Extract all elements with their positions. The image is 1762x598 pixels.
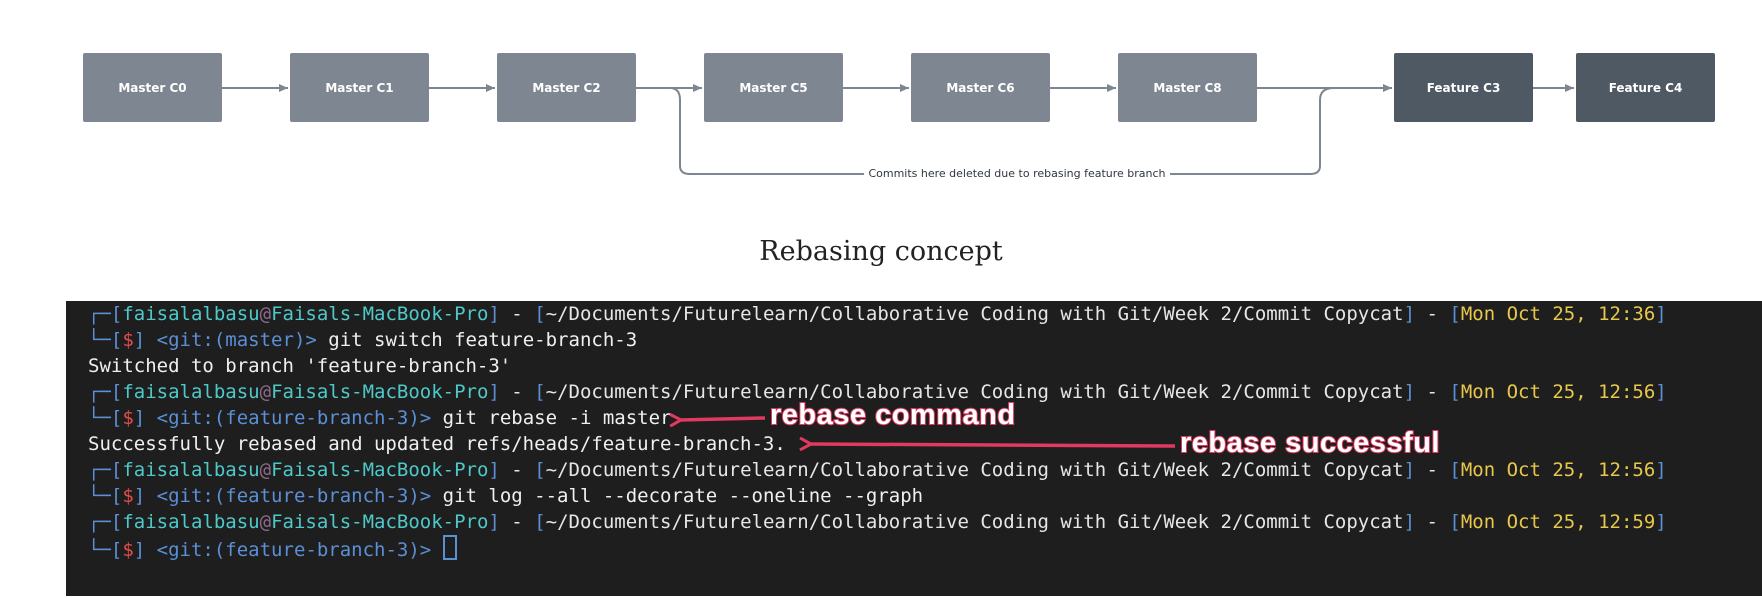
command-line: └─[$] <git:(feature-branch-3)> git log -… (88, 485, 924, 507)
commit-node-feature-c4: Feature C4 (1576, 53, 1715, 122)
command-text: git log --all --decorate --oneline --gra… (442, 485, 924, 507)
git-branch-indicator: <git:(feature-branch-3)> (156, 407, 432, 429)
commit-node-master-c2: Master C2 (497, 53, 636, 122)
commit-node-master-c8: Master C8 (1118, 53, 1257, 122)
command-line: └─[$] <git:(feature-branch-3)> git rebas… (88, 407, 672, 429)
terminal-cursor[interactable] (442, 535, 457, 560)
rebase-command-annotation: rebase command (769, 398, 1016, 432)
commit-node-master-c5: Master C5 (704, 53, 843, 122)
git-branch-indicator: <git:(feature-branch-3)> (156, 539, 432, 561)
prompt-line: ┌─[faisalalbasu@Faisals-MacBook-Pro] - [… (88, 459, 1667, 481)
rebase-command-text: git rebase -i master (442, 407, 672, 429)
command-line[interactable]: └─[$] <git:(feature-branch-3)> (88, 535, 457, 563)
prompt-date: Mon Oct 25, 12:36 (1460, 303, 1656, 325)
terminal-window[interactable]: ┌─[faisalalbasu@Faisals-MacBook-Pro] - [… (66, 301, 1762, 596)
commit-node-master-c1: Master C1 (290, 53, 429, 122)
command-text: git switch feature-branch-3 (328, 329, 638, 351)
rebase-successful-arrow (810, 444, 1176, 446)
deleted-commits-label: Commits here deleted due to rebasing fea… (864, 166, 1170, 182)
figure-caption: Rebasing concept (759, 236, 1003, 267)
rebase-success-output: Successfully rebased and updated refs/he… (88, 433, 786, 455)
prompt-line: ┌─[faisalalbasu@Faisals-MacBook-Pro] - [… (88, 303, 1667, 325)
rebase-command-arrow (680, 418, 766, 420)
prompt-date: Mon Oct 25, 12:56 (1460, 381, 1656, 403)
commit-node-master-c6: Master C6 (911, 53, 1050, 122)
prompt-path: ~/Documents/Futurelearn/Collaborative Co… (545, 303, 1404, 325)
prompt-line: ┌─[faisalalbasu@Faisals-MacBook-Pro] - [… (88, 511, 1667, 533)
git-branch-indicator: <git:(feature-branch-3)> (156, 485, 432, 507)
command-output: Switched to branch 'feature-branch-3' (88, 355, 512, 377)
commit-node-master-c0: Master C0 (83, 53, 222, 122)
commit-node-feature-c3: Feature C3 (1394, 53, 1533, 122)
prompt-line: ┌─[faisalalbasu@Faisals-MacBook-Pro] - [… (88, 381, 1667, 403)
prompt-user: faisalalbasu (122, 303, 260, 325)
rebase-successful-annotation: rebase successful (1179, 426, 1440, 460)
prompt-date: Mon Oct 25, 12:59 (1460, 511, 1656, 533)
command-line: └─[$] <git:(master)> git switch feature-… (88, 329, 638, 351)
prompt-host: Faisals-MacBook-Pro (271, 303, 489, 325)
prompt-date: Mon Oct 25, 12:56 (1460, 459, 1656, 481)
git-branch-indicator: <git:(master)> (156, 329, 317, 351)
